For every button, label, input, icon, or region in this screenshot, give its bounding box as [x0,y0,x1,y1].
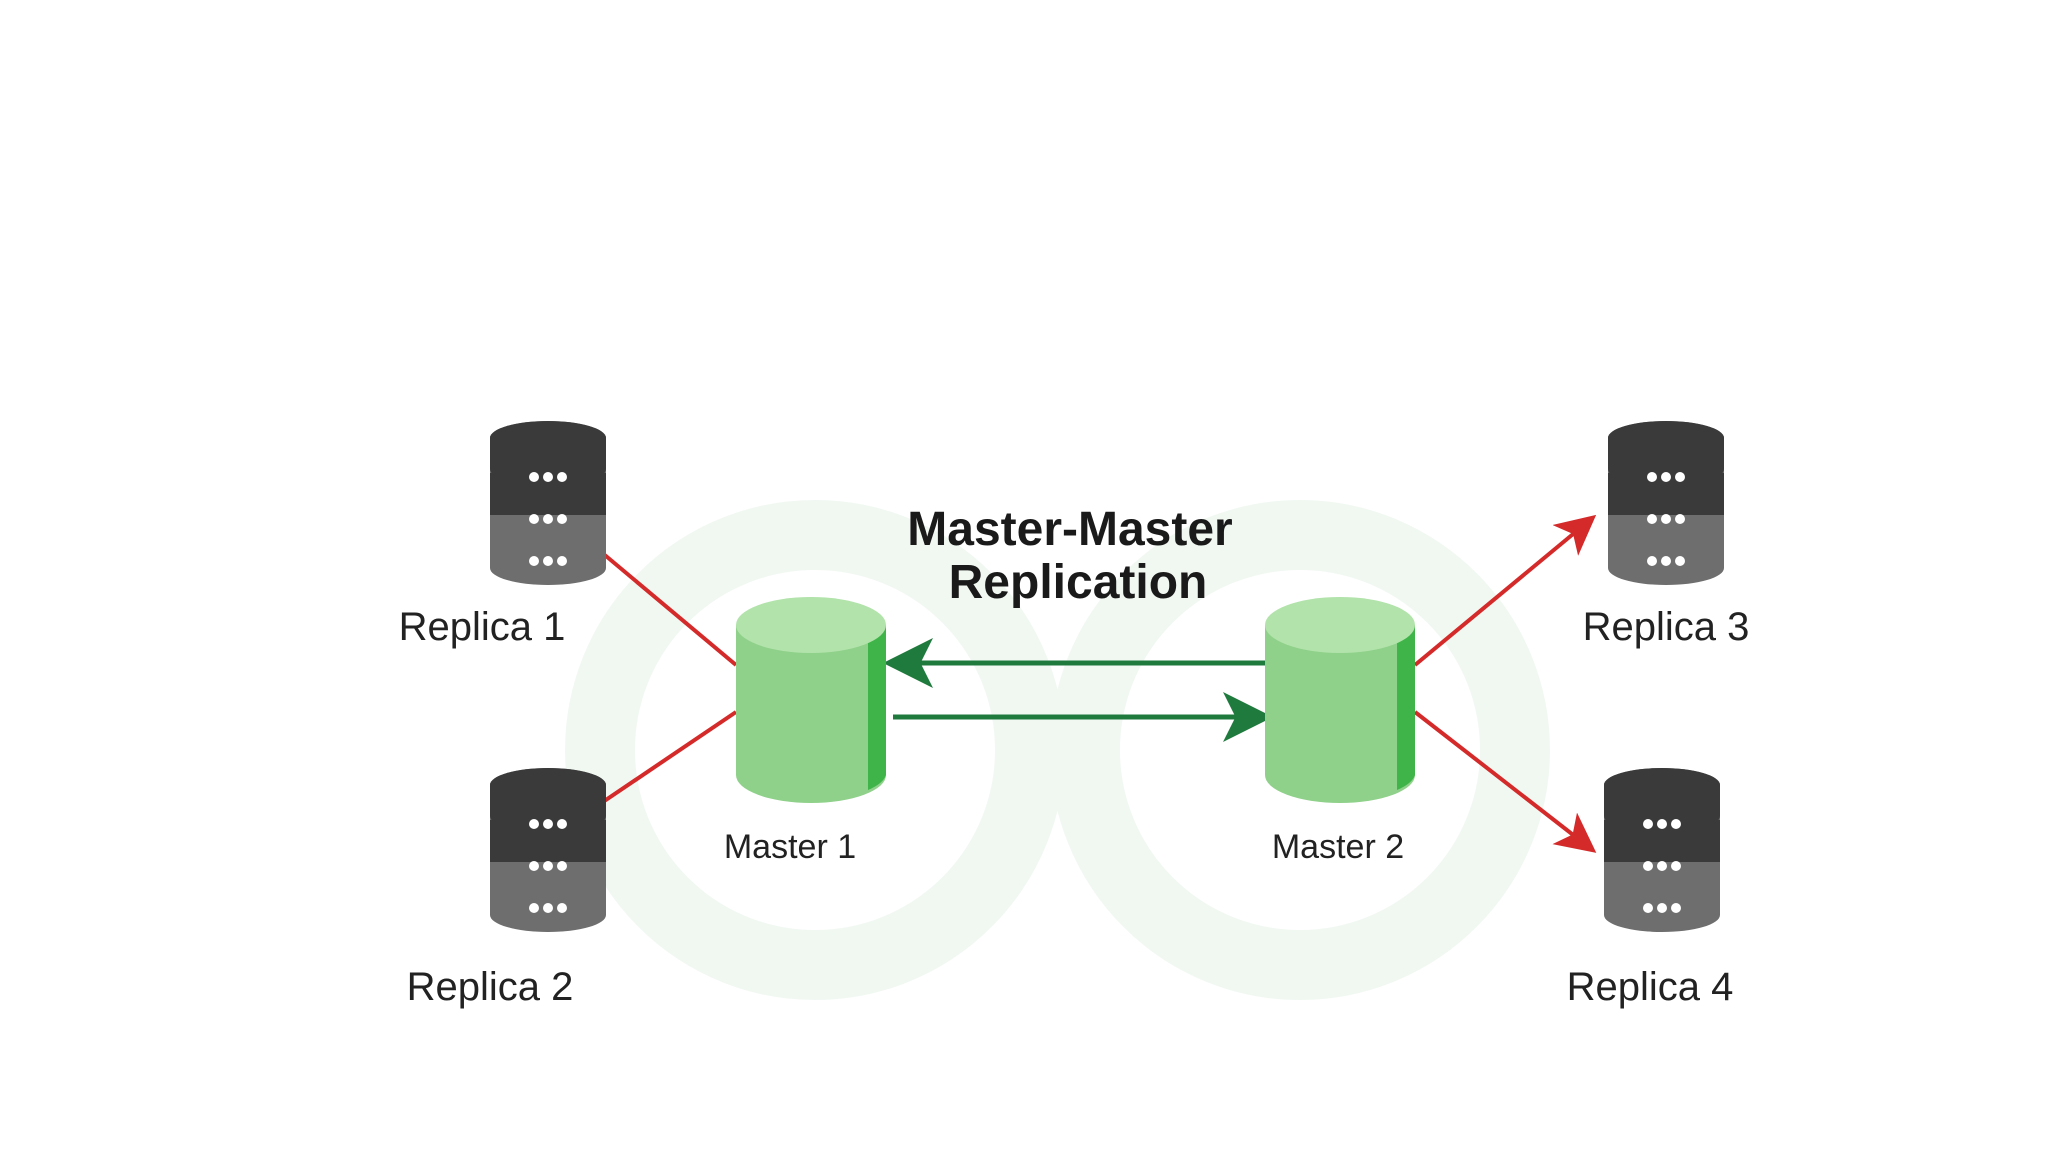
replica-2-node: Replica 2 [407,768,606,1009]
server-stack-icon [1608,421,1724,585]
server-stack-icon [490,768,606,932]
database-cylinder-icon [1265,597,1415,803]
replica-1-label: Replica 1 [399,605,566,649]
master-1-node: Master 1 [724,597,886,866]
background-watermark [565,500,1550,1000]
replica-4-label: Replica 4 [1567,965,1734,1009]
replica-2-label: Replica 2 [407,965,574,1009]
master-2-node: Master 2 [1265,597,1415,866]
database-cylinder-icon [736,597,886,803]
master-1-label: Master 1 [724,828,856,866]
title-line-1: Master-Master [907,503,1232,556]
replica-1-node: Replica 1 [399,421,606,649]
server-stack-icon [490,421,606,585]
master-2-label: Master 2 [1272,828,1404,866]
arrow-master2-to-replica4 [1413,710,1597,853]
replica-4-node: Replica 4 [1567,768,1734,1009]
replica-3-node: Replica 3 [1583,421,1750,649]
server-stack-icon [1604,768,1720,932]
replica-3-label: Replica 3 [1583,605,1750,649]
title-line-2: Replication [949,556,1208,609]
diagram-title: Master-Master Replication [907,503,1232,609]
arrow-master2-to-replica3 [1413,514,1597,667]
